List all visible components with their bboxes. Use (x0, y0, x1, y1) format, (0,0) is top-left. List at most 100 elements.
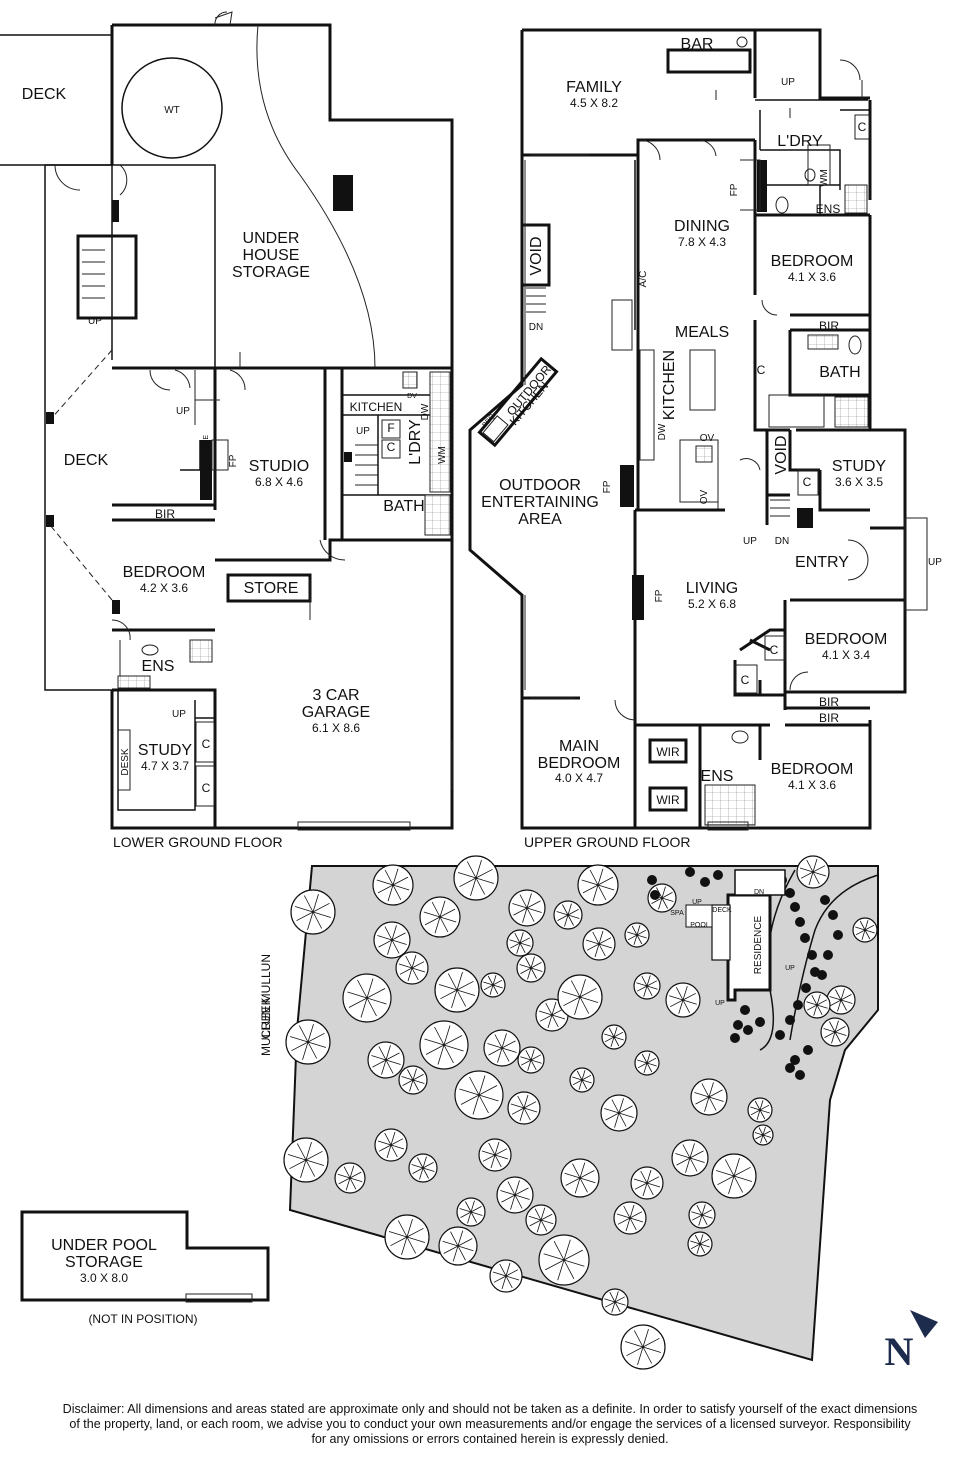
tree-branch (392, 884, 402, 901)
tree-branch (824, 1031, 836, 1038)
tree-branch (525, 1050, 532, 1061)
north-label: N (885, 1329, 914, 1374)
shrub-symbol (795, 917, 805, 927)
tree-branch (762, 1130, 771, 1136)
tree-branch (385, 1045, 391, 1061)
tree-branch (302, 1041, 309, 1061)
room-label: BAR (681, 36, 714, 53)
tree-branch (519, 964, 532, 969)
tree-branch (605, 1112, 620, 1121)
tree-branch (633, 934, 638, 945)
tree-branch (501, 1194, 516, 1203)
under-pool-storage-plan (20, 1210, 270, 1303)
tree-branch (561, 991, 581, 998)
tree-branch (312, 911, 332, 918)
tree-branch (545, 1002, 553, 1016)
tree-branch (384, 869, 394, 886)
disclaimer-line: of the property, land, or each room, we … (69, 1417, 911, 1431)
room-label: 3.6 X 3.5 (835, 475, 883, 489)
tree-branch (564, 1172, 581, 1179)
room-label: BIR (819, 695, 839, 709)
tree-branch (470, 1211, 483, 1216)
tree-branch (627, 934, 638, 941)
tree-branch (530, 1049, 535, 1061)
tree-branch (475, 859, 482, 879)
tree-branch (579, 978, 586, 998)
tree-branch (581, 1074, 592, 1081)
shrub-symbol (775, 1030, 785, 1040)
tree-branch (349, 1177, 357, 1190)
shrub-symbol (817, 970, 827, 980)
room-label: C (757, 363, 766, 377)
tree-branch (440, 989, 458, 1000)
room-label: UNDER (243, 230, 300, 247)
tree-branch (728, 1175, 735, 1195)
tree-branch (585, 939, 600, 945)
tree-branch (646, 985, 653, 996)
tree-branch (829, 996, 842, 1001)
tree-branch (487, 1043, 503, 1049)
tree-branch (377, 935, 393, 941)
room-label: DN (529, 322, 543, 333)
tree-branch (643, 985, 648, 997)
tree-branch (759, 1104, 770, 1111)
tree-branch (501, 1033, 507, 1049)
tree-branch (598, 943, 613, 949)
room-label: STORAGE (232, 264, 310, 281)
tree-branch (611, 1099, 620, 1114)
tree-branch (536, 1219, 542, 1233)
tree-branch (405, 955, 413, 969)
room-label: DV (407, 393, 417, 400)
tree-branch (431, 901, 441, 918)
tree-branch (636, 934, 647, 939)
room-label: C (770, 643, 779, 657)
tree-branch (505, 1275, 513, 1289)
tree-branch (510, 1103, 525, 1109)
room-label: KITCHEN (350, 400, 403, 414)
tree-branch (678, 999, 684, 1014)
room-label: DW (420, 403, 431, 420)
tree-branch (682, 992, 696, 1001)
tree-branch (406, 1236, 417, 1254)
shrub-symbol (820, 895, 830, 905)
tree-branch (312, 911, 323, 929)
room-label: UP (176, 406, 190, 417)
tree-branch (597, 884, 615, 891)
tree-branch (597, 868, 604, 886)
room-label: HOUSE (243, 247, 300, 264)
tree-branch (604, 1108, 620, 1114)
tree-branch (691, 1211, 703, 1216)
tree-branch (816, 999, 827, 1006)
tree-branch (698, 1214, 703, 1226)
tree-branch (419, 1167, 424, 1180)
tree-branch (457, 872, 477, 879)
tree-branch (434, 916, 441, 934)
tree-branch (626, 1346, 644, 1357)
tree-branch (733, 1166, 751, 1177)
lower-ground-floor-plan (0, 11, 454, 831)
tree-branch (530, 967, 537, 979)
tree-branch (337, 1173, 351, 1179)
tree-branch (345, 1177, 351, 1191)
tree-branch (701, 1209, 712, 1216)
room-label: GARAGE (302, 704, 370, 721)
tree-branch (694, 1234, 701, 1245)
tree-branch (385, 1059, 401, 1065)
tree-branch (807, 1004, 818, 1011)
room-label: 6.1 X 8.6 (312, 721, 360, 735)
room-label: DINING (674, 218, 730, 235)
tree-branch (291, 1041, 309, 1052)
tree-branch (513, 907, 528, 916)
room-label: DN (775, 536, 789, 547)
tree-branch (579, 996, 599, 1003)
tree-branch (519, 942, 526, 953)
shrub-symbol (823, 950, 833, 960)
tree-branch (754, 1100, 761, 1111)
tree-branch (366, 988, 386, 999)
tree-branch (470, 1211, 477, 1223)
tree-branch (494, 1141, 500, 1156)
tree-branch (581, 1070, 586, 1081)
shrub-symbol (801, 983, 811, 993)
tree-branch (411, 967, 419, 981)
tree-branch (755, 1134, 764, 1140)
